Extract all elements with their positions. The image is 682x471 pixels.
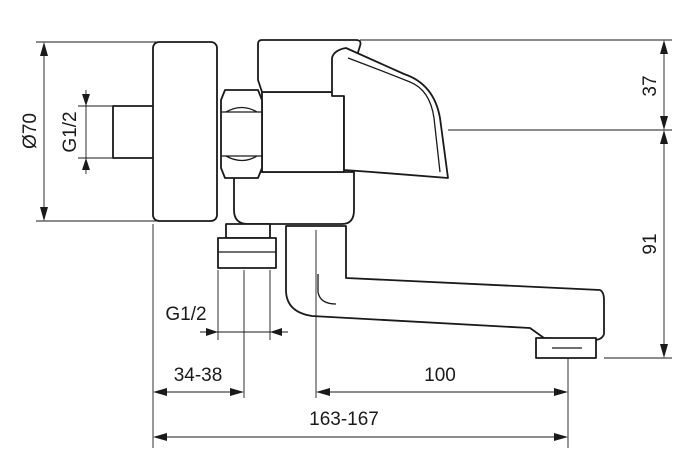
outlet-connector-top bbox=[225, 223, 271, 239]
hex-nut-curve-2 bbox=[225, 155, 258, 162]
dimension-lines bbox=[40, 40, 668, 441]
spout-inner-curve bbox=[317, 274, 337, 305]
wall-rosette bbox=[152, 41, 218, 222]
outlet-connector-nut bbox=[217, 237, 277, 269]
hex-nut bbox=[220, 89, 263, 179]
valve-cylinder bbox=[261, 91, 345, 173]
dim-outlet-thread-label: G1/2 bbox=[165, 304, 206, 325]
dim-spout-reach-label: 100 bbox=[424, 365, 456, 386]
hex-nut-curve-1 bbox=[225, 106, 258, 113]
dim-total-depth-label: 163-167 bbox=[309, 409, 379, 430]
dim-diameter-label: Ø70 bbox=[20, 113, 41, 149]
extension-lines bbox=[36, 39, 672, 448]
dim-inlet-thread-label: G1/2 bbox=[60, 111, 81, 152]
body-lower-housing bbox=[233, 171, 355, 225]
lever-handle-detail bbox=[347, 57, 441, 173]
lever-handle bbox=[331, 47, 449, 179]
dim-offset-label: 34-38 bbox=[174, 365, 223, 386]
faucet-outline bbox=[112, 39, 605, 359]
inlet-nipple bbox=[112, 105, 156, 159]
spout bbox=[285, 225, 605, 341]
dim-height-bottom-label: 91 bbox=[640, 233, 661, 254]
dim-height-top-label: 37 bbox=[640, 75, 661, 96]
